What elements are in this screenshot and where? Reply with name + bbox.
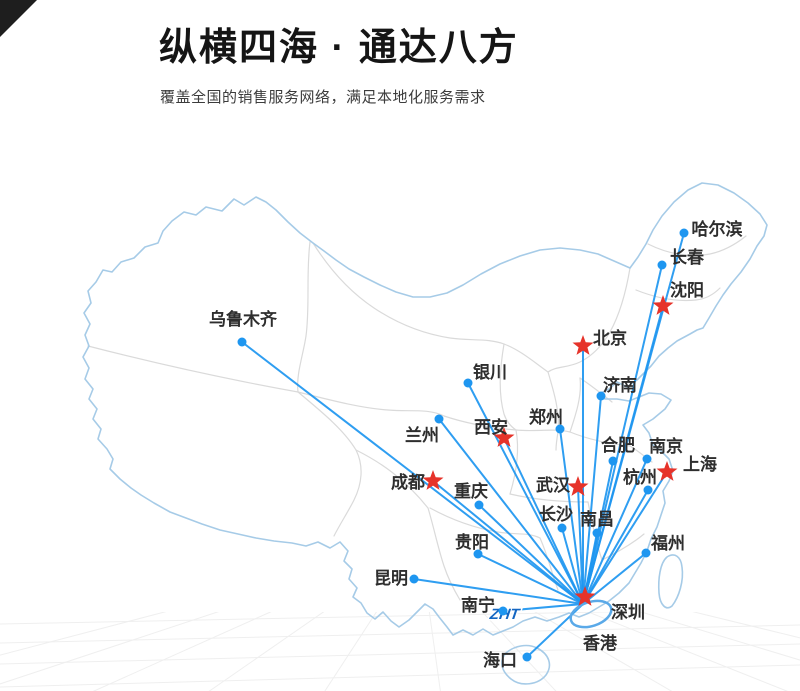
grid-line <box>0 643 800 665</box>
city-label: 香港 <box>583 633 618 653</box>
city-dot <box>237 337 247 347</box>
page-title: 纵横四海 · 通达八方 <box>159 27 519 69</box>
city-dot <box>409 574 419 584</box>
route-line <box>432 480 584 605</box>
route-line <box>561 527 584 605</box>
province-borders <box>87 235 747 601</box>
route-line <box>582 552 647 605</box>
city-star <box>493 427 515 447</box>
route-line <box>502 603 584 612</box>
city-label: 银川 <box>473 362 507 382</box>
city-markers <box>237 228 689 662</box>
city-dot <box>463 378 473 388</box>
city-label: 长春 <box>670 247 704 267</box>
city-dot <box>642 454 652 464</box>
city-dot <box>643 485 653 495</box>
city-label: 兰州 <box>405 425 439 445</box>
corner-decoration <box>0 0 37 37</box>
brand-logo: ZHT <box>486 599 613 629</box>
grid-line <box>639 612 800 661</box>
city-label: 乌鲁木齐 <box>209 309 278 329</box>
city-label: 贵阳 <box>455 532 489 552</box>
grid-line <box>0 612 626 625</box>
city-label: 重庆 <box>454 481 488 501</box>
grid-line <box>428 612 441 691</box>
city-dot <box>522 652 532 662</box>
route-line <box>582 458 648 605</box>
city-label: 南宁 <box>461 595 495 615</box>
route-line <box>582 395 602 605</box>
city-label: 沈阳 <box>670 280 704 300</box>
city-star <box>422 470 444 490</box>
city-label: 杭州 <box>623 467 657 487</box>
city-label: 深圳 <box>611 602 645 622</box>
city-label: 北京 <box>593 328 627 348</box>
route-line <box>582 489 649 605</box>
city-label: 武汉 <box>536 475 571 495</box>
city-dot <box>657 260 667 270</box>
city-label: 上海 <box>683 454 717 474</box>
city-dot <box>434 414 444 424</box>
grid-line <box>0 624 800 644</box>
hainan-island <box>501 644 551 685</box>
city-dot <box>474 500 484 510</box>
city-dot <box>608 456 618 466</box>
city-dot <box>473 549 483 559</box>
grid-line <box>481 612 557 691</box>
city-dot <box>557 523 567 533</box>
city-dot <box>498 606 508 616</box>
city-star <box>652 295 674 315</box>
route-line <box>241 341 584 605</box>
city-label: 西安 <box>474 417 508 437</box>
city-label: 长沙 <box>539 504 573 524</box>
grid-line <box>0 612 220 685</box>
city-label: 济南 <box>603 375 637 395</box>
city-label: 成都 <box>391 472 425 492</box>
city-star <box>567 476 589 496</box>
city-dot <box>592 528 602 538</box>
route-lines <box>241 232 685 658</box>
city-label: 海口 <box>483 650 517 670</box>
national-border <box>82 182 768 685</box>
city-labels: 哈尔滨长春沈阳北京乌鲁木齐银川济南郑州西安兰州合肥南京上海杭州成都重庆武汉长沙南… <box>209 219 743 670</box>
route-line <box>582 264 663 605</box>
grid-line <box>586 612 789 691</box>
route-line <box>582 305 664 605</box>
city-dot <box>555 424 565 434</box>
route-line <box>577 486 584 605</box>
route-line <box>559 428 584 605</box>
city-star <box>572 335 594 355</box>
route-line <box>477 553 584 605</box>
city-label: 郑州 <box>529 407 563 427</box>
city-dot <box>596 391 606 401</box>
grid-line <box>0 612 167 656</box>
city-label: 合肥 <box>601 435 635 455</box>
grid-line <box>0 664 800 688</box>
route-line <box>582 471 668 605</box>
perspective-grid <box>0 612 800 691</box>
city-label: 昆明 <box>374 569 408 588</box>
route-line <box>413 578 584 605</box>
route-line <box>438 418 584 605</box>
city-label: 南京 <box>649 436 683 456</box>
grid-line <box>208 612 325 691</box>
taiwan-island <box>657 554 684 609</box>
grid-line <box>534 612 673 691</box>
city-dot <box>679 228 689 238</box>
city-dot <box>641 548 651 558</box>
city-label: 哈尔滨 <box>692 219 743 239</box>
route-line <box>503 437 584 605</box>
grid-line <box>324 612 377 691</box>
route-line <box>467 382 584 605</box>
grid-line <box>92 612 272 691</box>
page-subtitle: 覆盖全国的销售服务网络，满足本地化服务需求 <box>160 89 486 106</box>
city-star <box>574 586 596 606</box>
city-star <box>656 461 678 481</box>
route-line <box>478 504 584 605</box>
city-label: 福州 <box>650 533 685 553</box>
city-label: 南昌 <box>580 509 614 529</box>
grid-line <box>692 612 800 639</box>
